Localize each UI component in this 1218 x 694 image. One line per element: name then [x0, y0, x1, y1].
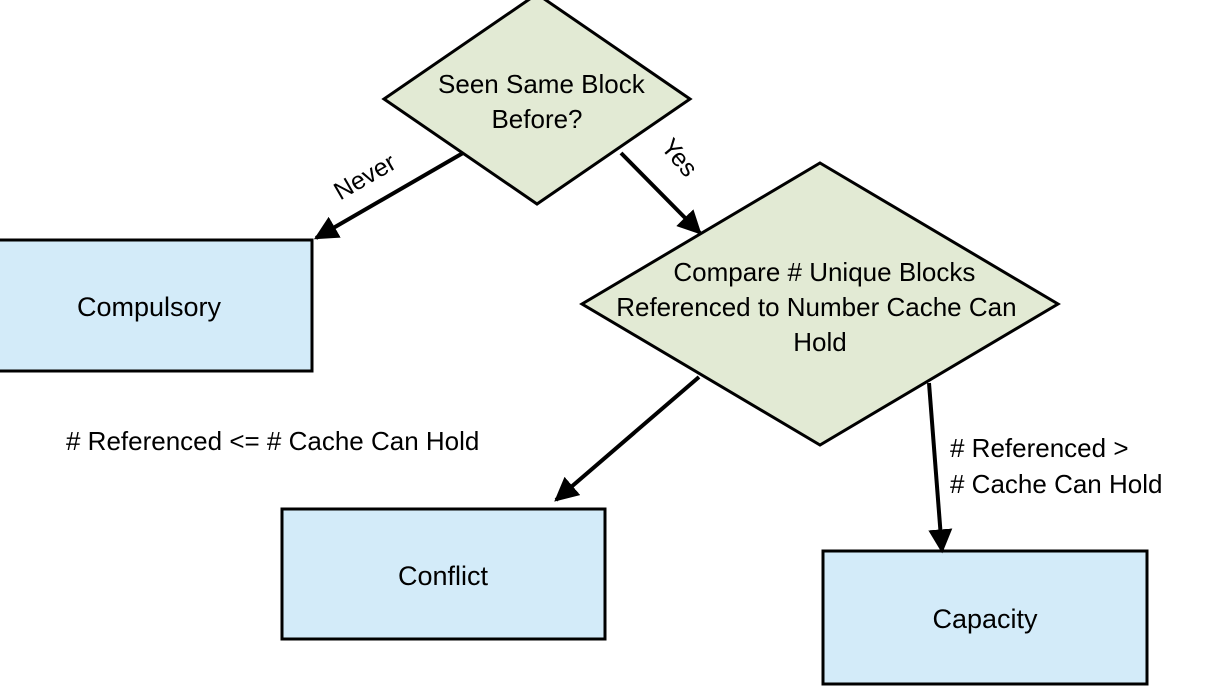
box-capacity: [821, 549, 1149, 686]
edge-le-label: # Referenced <= # Cache Can Hold: [66, 426, 479, 456]
box-capacity-label: Capacity: [932, 604, 1038, 634]
edge-yes-label: Yes: [655, 133, 703, 182]
box-conflict-label: Conflict: [398, 561, 489, 591]
decision-compare-line1: Compare # Unique Blocks: [673, 257, 975, 287]
decision-compare-line2: Referenced to Number Cache Can: [616, 292, 1016, 322]
decision-seen-block-line1: Seen Same Block: [438, 69, 646, 99]
edge-never-arrow: [313, 151, 465, 240]
box-compulsory: [0, 238, 314, 373]
decision-compare-line3: Hold: [793, 327, 846, 357]
edge-yes-arrow: [619, 151, 702, 235]
edge-le-arrow: [554, 375, 701, 502]
edge-gt-line2: # Cache Can Hold: [950, 469, 1162, 499]
decision-compare-label: Compare # Unique Blocks Referenced to Nu…: [616, 257, 1024, 357]
edge-gt-label: # Referenced > # Cache Can Hold: [950, 433, 1162, 499]
decision-seen-block-label: Seen Same Block Before?: [438, 69, 652, 134]
decision-seen-block-line2: Before?: [491, 104, 582, 134]
edge-gt-arrow: [927, 382, 953, 554]
box-conflict: [280, 507, 607, 641]
box-compulsory-label: Compulsory: [77, 292, 222, 322]
decision-diamond-seen-block: [381, 0, 693, 206]
edge-gt-line1: # Referenced >: [950, 433, 1129, 463]
